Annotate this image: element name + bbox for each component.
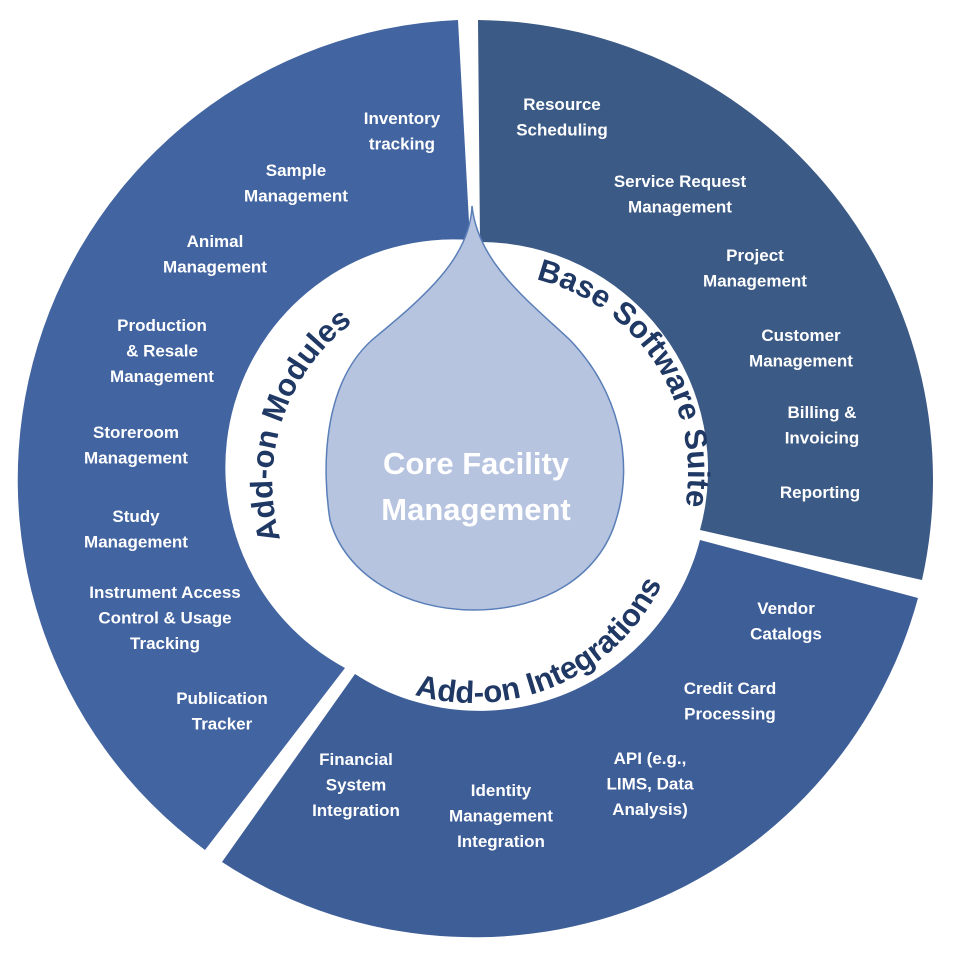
segment-add-on-integrations	[222, 540, 918, 938]
item-line: Integration	[312, 801, 400, 820]
item-line: Project	[726, 246, 784, 265]
item-line: Management	[449, 807, 553, 826]
base-software-item: Reporting	[780, 483, 860, 502]
item-line: Integration	[457, 832, 545, 851]
item-line: Analysis)	[612, 800, 688, 819]
item-line: Sample	[266, 161, 326, 180]
item-line: LIMS, Data	[607, 775, 694, 794]
item-line: Resource	[523, 95, 600, 114]
item-line: Catalogs	[750, 625, 822, 644]
item-line: Management	[163, 258, 267, 277]
item-line: & Resale	[126, 342, 198, 361]
item-line: System	[326, 776, 386, 795]
item-line: Management	[244, 187, 348, 206]
item-line: Financial	[319, 750, 393, 769]
item-line: API (e.g.,	[614, 749, 687, 768]
item-line: Management	[703, 272, 807, 291]
item-line: Management	[749, 352, 853, 371]
center-title-line1: Core Facility	[383, 446, 570, 481]
item-line: Invoicing	[785, 429, 860, 448]
core-drop-shape	[325, 205, 625, 611]
addon-modules-item: Inventory tracking	[364, 109, 441, 154]
segment-base-software-suite	[478, 20, 934, 580]
item-line: Billing &	[788, 403, 857, 422]
item-line: Animal	[187, 232, 244, 251]
item-line: Production	[117, 316, 207, 335]
item-line: tracking	[369, 135, 435, 154]
item-line: Management	[628, 198, 732, 217]
item-line: Vendor	[757, 599, 815, 618]
item-line: Tracker	[192, 715, 253, 734]
item-line: Credit Card	[684, 679, 777, 698]
item-line: Processing	[684, 705, 776, 724]
item-line: Management	[84, 533, 188, 552]
item-line: Scheduling	[516, 121, 608, 140]
item-line: Service Request	[614, 172, 747, 191]
item-line: Customer	[761, 326, 841, 345]
item-line: Tracking	[130, 634, 200, 653]
item-line: Identity	[471, 781, 532, 800]
item-line: Management	[84, 449, 188, 468]
item-line: Control & Usage	[98, 609, 231, 628]
item-line: Instrument Access	[89, 583, 240, 602]
segment-add-on-modules	[17, 20, 471, 850]
item-line: Storeroom	[93, 423, 179, 442]
item-line: Management	[110, 367, 214, 386]
item-line: Inventory	[364, 109, 441, 128]
base-software-item: Billing & Invoicing	[785, 403, 860, 448]
item-line: Study	[112, 507, 160, 526]
item-line: Reporting	[780, 483, 860, 502]
item-line: Publication	[176, 689, 268, 708]
center-title-line2: Management	[381, 492, 570, 527]
